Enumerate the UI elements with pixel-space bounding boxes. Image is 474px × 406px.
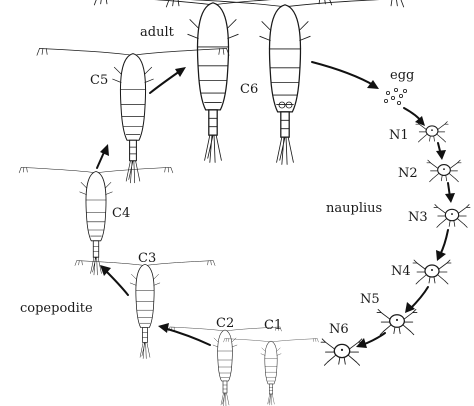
egg-cluster [383,88,407,106]
nauplius-n4 [412,259,452,285]
adult-male-copepod [165,0,405,166]
label-n2: N2 [398,166,418,181]
label-n5: N5 [360,292,380,307]
nauplius-n6 [320,338,364,366]
copepodite-c1 [223,338,319,406]
nauplius-n5 [376,308,418,336]
cycle-arrows [96,61,455,348]
label-c2: C2 [216,316,234,331]
label-n1: N1 [389,128,409,143]
arrow-n3-to-n4 [439,229,449,256]
label-c3: C3 [138,251,156,266]
arrow-c5-to-c6 [149,70,181,94]
label-c4: C4 [112,206,130,221]
copepodite-c3 [74,260,216,359]
arrow-adult-to-egg [311,61,376,87]
arrow-n4-to-n5 [409,286,429,310]
nauplius-n3 [433,203,471,228]
copepodite-c2 [168,326,282,406]
nauplius-n1 [415,121,449,143]
label-c1: C1 [264,318,282,333]
arrow-c2-to-c3 [163,327,211,346]
label-c5: C5 [90,73,108,88]
label-n6: N6 [329,322,349,337]
arrow-c3-to-c4 [104,269,129,296]
label-adult: adult [140,25,175,40]
label-n4: N4 [391,264,411,279]
nauplius-n2 [426,159,462,183]
label-nauplius: nauplius [326,201,382,216]
label-copepodite: copepodite [20,301,93,316]
label-egg: egg [390,68,414,83]
label-c6: C6 [240,82,258,97]
label-n3: N3 [408,210,428,225]
